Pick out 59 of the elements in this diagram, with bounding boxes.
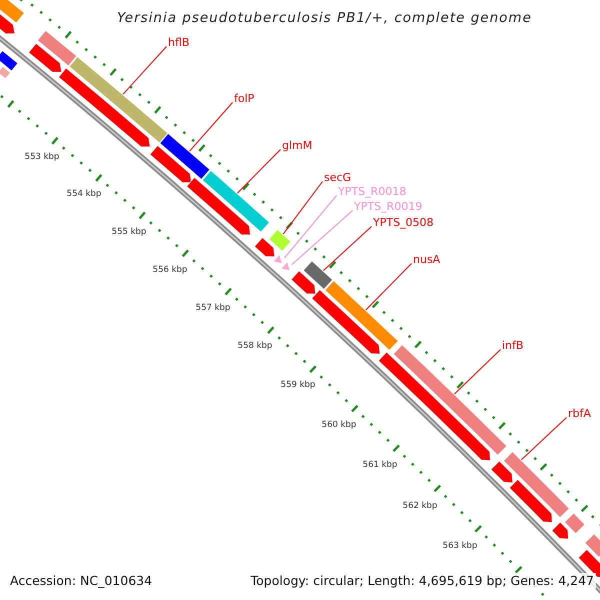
gene-bar xyxy=(324,280,399,351)
gene-bar xyxy=(302,260,334,290)
scale-label: 554 kbp xyxy=(66,189,102,199)
leader-line xyxy=(122,46,167,95)
gene-block xyxy=(490,460,514,484)
scale-label: 561 kbp xyxy=(362,460,398,470)
leader-line xyxy=(520,417,567,460)
gene-label: hflB xyxy=(168,36,190,48)
scale-label: 560 kbp xyxy=(322,420,356,430)
gene-block xyxy=(508,478,553,524)
gene-block xyxy=(290,270,316,295)
gene-label: infB xyxy=(502,338,524,352)
gene-bar xyxy=(0,66,12,80)
gene-block xyxy=(311,289,381,355)
gene-block xyxy=(378,351,491,462)
leader-line xyxy=(282,181,323,235)
gene-bar xyxy=(202,170,270,233)
scale-label: 562 kbp xyxy=(402,501,438,511)
gene-label: folP xyxy=(234,92,254,104)
accession-text: Accession: NC_010634 xyxy=(8,573,154,589)
gene-label: YPTS_R0019 xyxy=(354,200,422,212)
gene-bar xyxy=(0,50,18,72)
gene-bar xyxy=(564,512,586,534)
scale-label: 563 kbp xyxy=(442,541,478,551)
gene-bar xyxy=(502,451,570,518)
scale-label: 558 kbp xyxy=(238,341,272,351)
gene-label: glmM xyxy=(282,138,312,152)
gene-block xyxy=(186,176,251,236)
gene-block xyxy=(254,236,276,258)
gene-bar xyxy=(68,56,168,144)
gene-bar xyxy=(584,533,600,558)
scale-label: 555 kbp xyxy=(112,227,146,237)
leader-line xyxy=(291,210,353,266)
leader-line xyxy=(236,149,281,194)
scale-label: 559 kbp xyxy=(280,380,316,390)
gene-label: YPTS_0508 xyxy=(373,216,434,228)
rna-gene-marker xyxy=(280,260,291,272)
map-title: Yersinia pseudotuberculosis PB1/+, complete genome xyxy=(117,9,532,28)
gene-label: YPTS_R0018 xyxy=(338,184,406,198)
leader-line xyxy=(365,263,412,310)
scale-label: 553 kbp xyxy=(24,152,60,162)
scale-label: 557 kbp xyxy=(196,303,230,313)
gene-bar xyxy=(0,0,25,24)
leader-line xyxy=(284,195,337,258)
genome-summary-text: Topology: circular; Length: 4,695,619 bp; Genes: 4,247 xyxy=(248,573,596,589)
gene-block xyxy=(58,67,151,148)
gene-block xyxy=(28,42,62,73)
gene-block xyxy=(149,144,192,184)
gene-block xyxy=(551,522,570,540)
gene-label: rbfA xyxy=(568,406,591,420)
gene-bar xyxy=(159,132,210,180)
leader-line xyxy=(454,349,501,394)
gene-label: nusA xyxy=(413,252,440,266)
leader-line xyxy=(189,102,233,152)
leader-line xyxy=(322,226,372,272)
gene-label: secG xyxy=(324,170,352,184)
gene-bar xyxy=(36,30,78,67)
scale-label: 556 kbp xyxy=(152,265,188,275)
gene-bar xyxy=(268,228,292,252)
